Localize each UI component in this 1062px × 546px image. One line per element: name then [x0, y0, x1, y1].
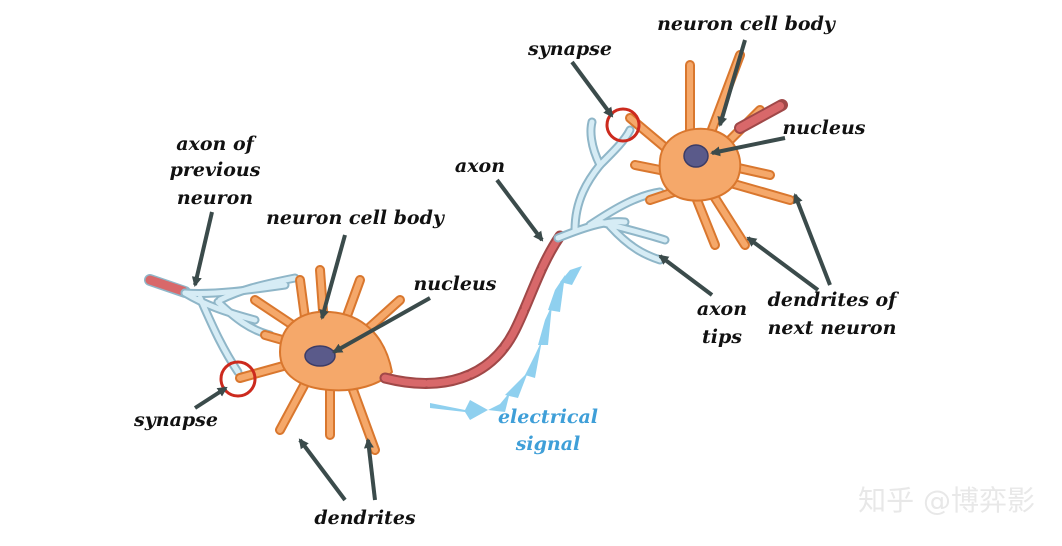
arrow-nucleus-left [332, 296, 431, 354]
label-cell-body-right: neuron cell body [657, 13, 837, 35]
synapse-circle-left [219, 360, 257, 398]
label-axon: axon [455, 155, 505, 177]
arrow-nucleus-right [710, 136, 786, 157]
arrow-axon-prev [191, 211, 214, 287]
labels: axon of previous neuron neuron cell body… [133, 13, 899, 529]
label-axon-tips-1: axon [697, 298, 747, 320]
label-nucleus-left: nucleus [413, 273, 496, 295]
arrow-dendrites-next-a [793, 193, 832, 286]
label-signal-2: signal [515, 433, 581, 455]
arrow-axon [495, 178, 544, 242]
right-neuron [625, 50, 795, 250]
label-synapse-left: synapse [133, 409, 218, 431]
synapse-circle-right [605, 107, 641, 143]
arrow-axon-tips [658, 254, 714, 297]
arrow-synapse-right [570, 60, 614, 118]
label-axon-prev-3: neuron [177, 187, 253, 209]
arrow-cell-body-left [319, 234, 347, 320]
label-dendrites-next-2: next neuron [768, 317, 897, 339]
label-nucleus-right: nucleus [782, 117, 865, 139]
arrow-dendrites-next-b [746, 236, 820, 292]
arrow-dendrites-left-b [363, 438, 377, 501]
arrow-synapse-left [193, 386, 228, 410]
right-nucleus [683, 144, 709, 168]
previous-axon-terminal [144, 273, 300, 377]
label-cell-body-left: neuron cell body [266, 207, 446, 229]
pointer-arrows [191, 39, 832, 502]
myelinated-axon [379, 230, 566, 389]
axon-tips [553, 117, 670, 265]
label-dendrites-left: dendrites [314, 507, 416, 529]
label-axon-tips-2: tips [702, 326, 742, 348]
arrow-dendrites-left-a [298, 438, 347, 502]
label-signal-1: electrical [498, 406, 598, 428]
left-nucleus [304, 345, 336, 367]
electrical-signal-arrows [430, 266, 582, 420]
watermark: 知乎 @博弈影 [858, 484, 1035, 517]
arrow-cell-body-right [717, 39, 747, 127]
label-dendrites-next-1: dendrites of [768, 289, 900, 311]
label-axon-prev-1: axon of [176, 133, 256, 155]
label-axon-prev-2: previous [170, 159, 261, 181]
left-neuron [235, 265, 405, 455]
label-synapse-right: synapse [527, 38, 612, 60]
